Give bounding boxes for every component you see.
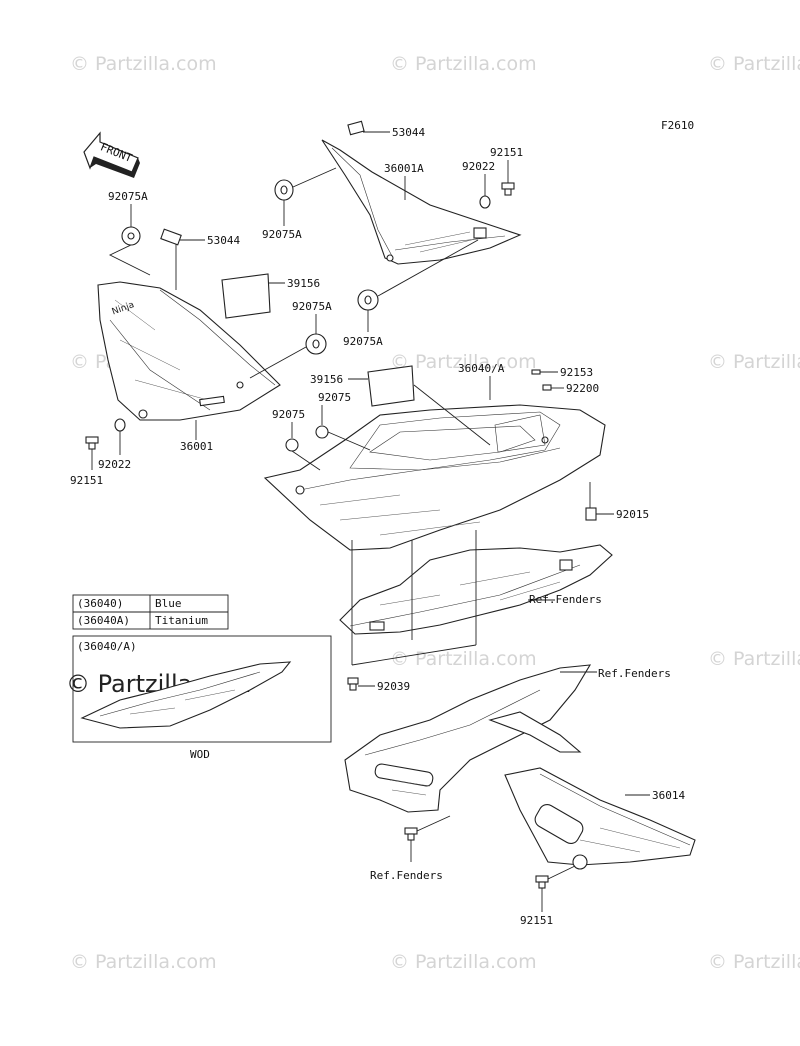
inset-caption: WOD: [190, 748, 210, 761]
clip-icon: [585, 507, 597, 521]
grommet-icon: [285, 438, 299, 452]
screw-icon: [531, 369, 541, 375]
callout-36001A: 36001A: [384, 162, 424, 175]
callout-92039: 92039: [377, 680, 410, 693]
callout-92075A: 92075A: [343, 335, 383, 348]
callout-92151: 92151: [490, 146, 523, 159]
grommet-icon: [357, 289, 379, 311]
color-table-part: (36040A): [77, 614, 130, 627]
part-53044-top: [347, 120, 365, 136]
callout-92200: 92200: [566, 382, 599, 395]
label-pad-39156: [367, 365, 415, 407]
bolt-icon: [347, 677, 359, 691]
callout-92022: 92022: [98, 458, 131, 471]
watermark: © Partzilla.com: [390, 351, 537, 373]
figure-code: F2610: [661, 119, 694, 132]
callout-ref-fenders: Ref.Fenders: [598, 667, 671, 680]
callout-92075A: 92075A: [108, 190, 148, 203]
color-table-part: (36040): [77, 597, 123, 610]
bolt-icon: [85, 436, 99, 450]
watermark: © Partzilla.com: [708, 53, 800, 75]
callout-53044: 53044: [392, 126, 425, 139]
color-table-color: Blue: [155, 597, 182, 610]
label-pad-39156: [221, 273, 271, 319]
callout-92151: 92151: [520, 914, 553, 927]
front-arrow-icon: FRONT: [83, 131, 140, 178]
chain-cover-36014: [504, 767, 696, 866]
callout-39156: 39156: [287, 277, 320, 290]
watermark: © Partzilla.com: [70, 53, 217, 75]
callout-36040A: 36040/A: [458, 362, 505, 375]
callout-ref-fenders: Ref.Fenders: [529, 593, 602, 606]
callout-92022: 92022: [462, 160, 495, 173]
grommet-icon: [274, 179, 294, 201]
seat-cowl-36040: [263, 404, 606, 551]
callout-ref-fenders: Ref.Fenders: [370, 869, 443, 882]
washer-icon: [479, 195, 491, 209]
callout-92153: 92153: [560, 366, 593, 379]
callout-92075: 92075: [272, 408, 305, 421]
watermark: © Partzilla.com: [708, 951, 800, 973]
side-cover-36001A: [321, 139, 522, 265]
watermark: © Partzilla.com: [390, 53, 537, 75]
watermark: © Partzilla.com: [390, 951, 537, 973]
side-cover-36001: Ninja: [97, 281, 281, 421]
bolt-icon: [535, 875, 549, 889]
grommet-icon: [121, 226, 141, 246]
callout-92151: 92151: [70, 474, 103, 487]
inset-box: (36040/A) WOD: [72, 635, 332, 761]
clip-icon: [542, 384, 552, 391]
callout-92075A: 92075A: [292, 300, 332, 313]
grommet-icon: [315, 425, 329, 439]
part-53044-left: [160, 228, 182, 246]
callout-92075A: 92075A: [262, 228, 302, 241]
bolt-icon: [501, 182, 515, 196]
color-table-color: Titanium: [155, 614, 208, 627]
washer-icon: [572, 854, 588, 870]
callout-36014: 36014: [652, 789, 685, 802]
watermark: © Partzilla.com: [70, 951, 217, 973]
color-table: (36040) Blue (36040A) Titanium: [72, 594, 229, 630]
watermark: © Partzilla.com: [390, 648, 537, 670]
callout-92075: 92075: [318, 391, 351, 404]
watermark: © Partzilla.com: [708, 351, 800, 373]
grommet-icon: [305, 333, 327, 355]
callout-53044: 53044: [207, 234, 240, 247]
bolt-icon: [404, 827, 418, 841]
inset-label: (36040/A): [77, 640, 137, 653]
rear-fender: [344, 664, 592, 813]
watermark: © Partzilla.com: [708, 648, 800, 670]
callout-36001: 36001: [180, 440, 213, 453]
washer-icon: [114, 418, 126, 432]
callout-39156: 39156: [310, 373, 343, 386]
callout-92015: 92015: [616, 508, 649, 521]
